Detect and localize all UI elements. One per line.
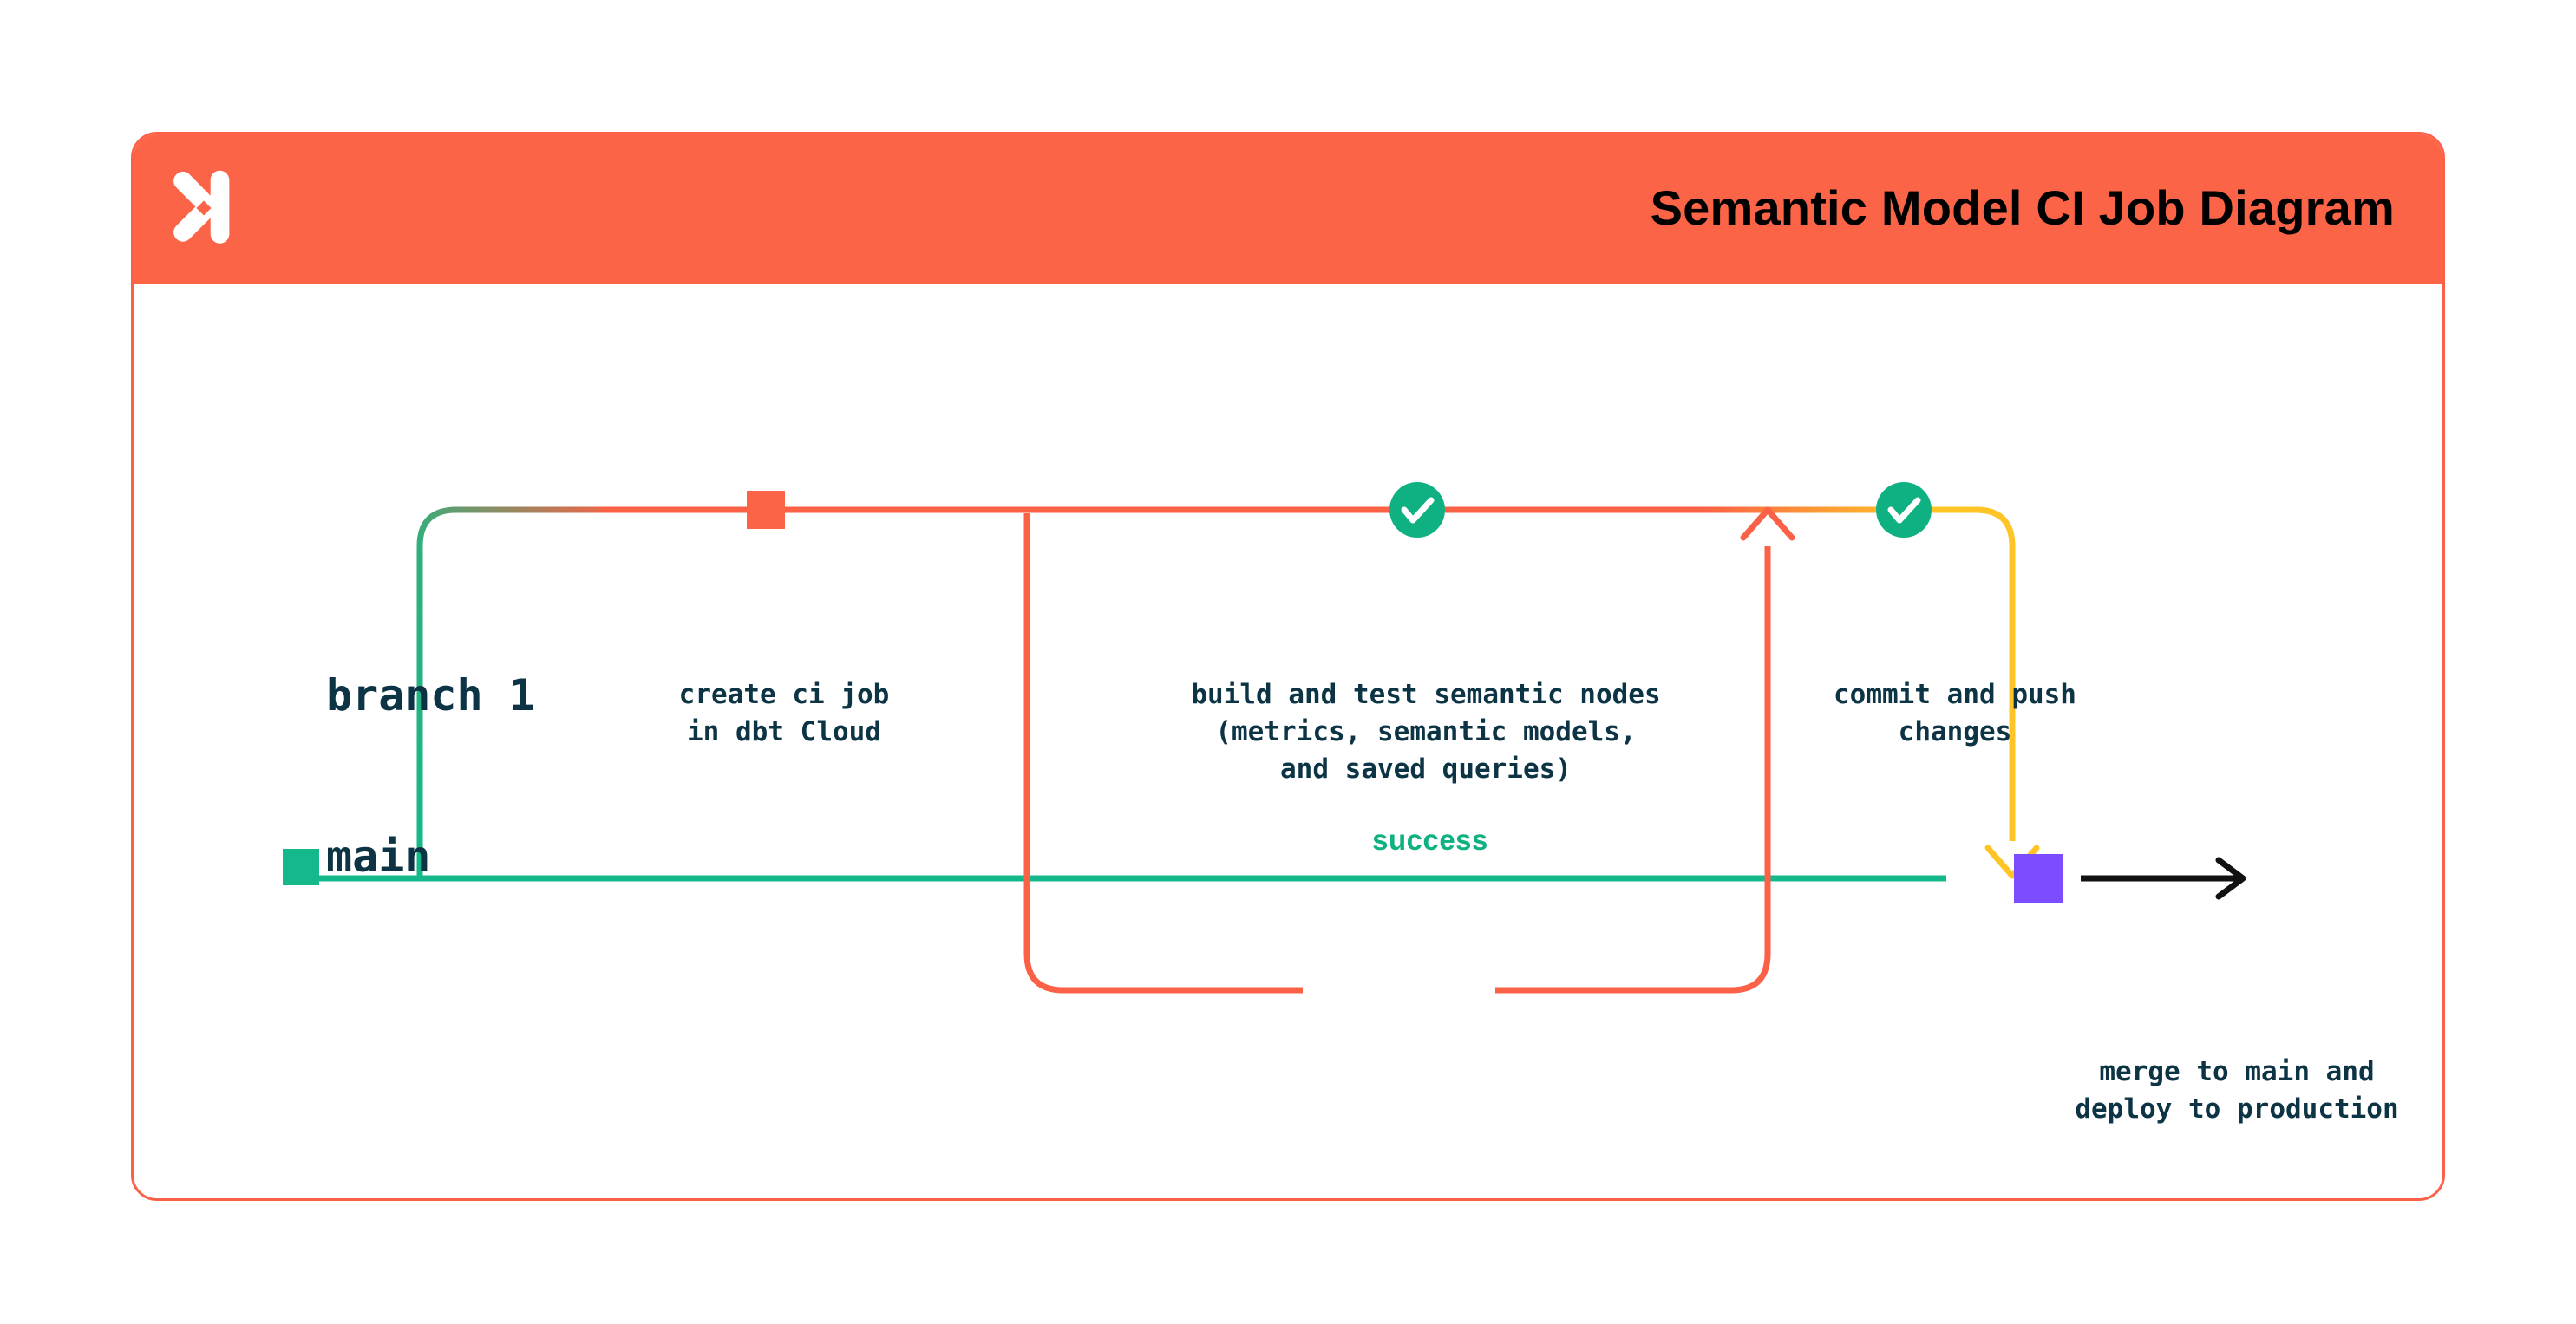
node-caption-create-ci-job: create ci job in dbt Cloud [678,679,890,747]
check-icon [1887,497,1921,524]
lane-label-branch-1: branch 1 [326,670,535,721]
page-title: Semantic Model CI Job Diagram [1650,179,2395,235]
node-caption-commit-and-push: commit and push changes [1834,679,2076,747]
node-marker-main-start[interactable] [283,849,319,885]
node-marker-build-and-test[interactable] [1389,482,1445,538]
ci-job-diagram [283,482,2246,994]
production-arrowhead-icon [2215,857,2246,900]
edge-label-success: success [1309,824,1552,856]
dbt-logo-icon [173,170,230,244]
success-arrowhead-icon [1740,506,1795,541]
diagram-card: Semantic Model CI Job Diagram [131,132,2445,1201]
node-marker-merge-to-main[interactable] [2014,854,2063,903]
card-header: Semantic Model CI Job Diagram [134,134,2442,284]
node-caption-build-and-test: build and test semantic nodes (metrics, … [1191,679,1661,785]
node-marker-create-ci-job[interactable] [747,491,785,529]
edge-branch-out [416,506,619,878]
node-marker-commit-and-push[interactable] [1876,482,1932,538]
node-caption-merge-to-main: merge to main and deploy to production [2075,1056,2399,1125]
edge-success-loop [1023,513,1303,994]
edge-branch-line-c [1703,506,2016,841]
edge-success-loop-right [1495,546,1771,994]
lane-label-main: main [326,832,431,882]
check-icon [1401,497,1435,524]
